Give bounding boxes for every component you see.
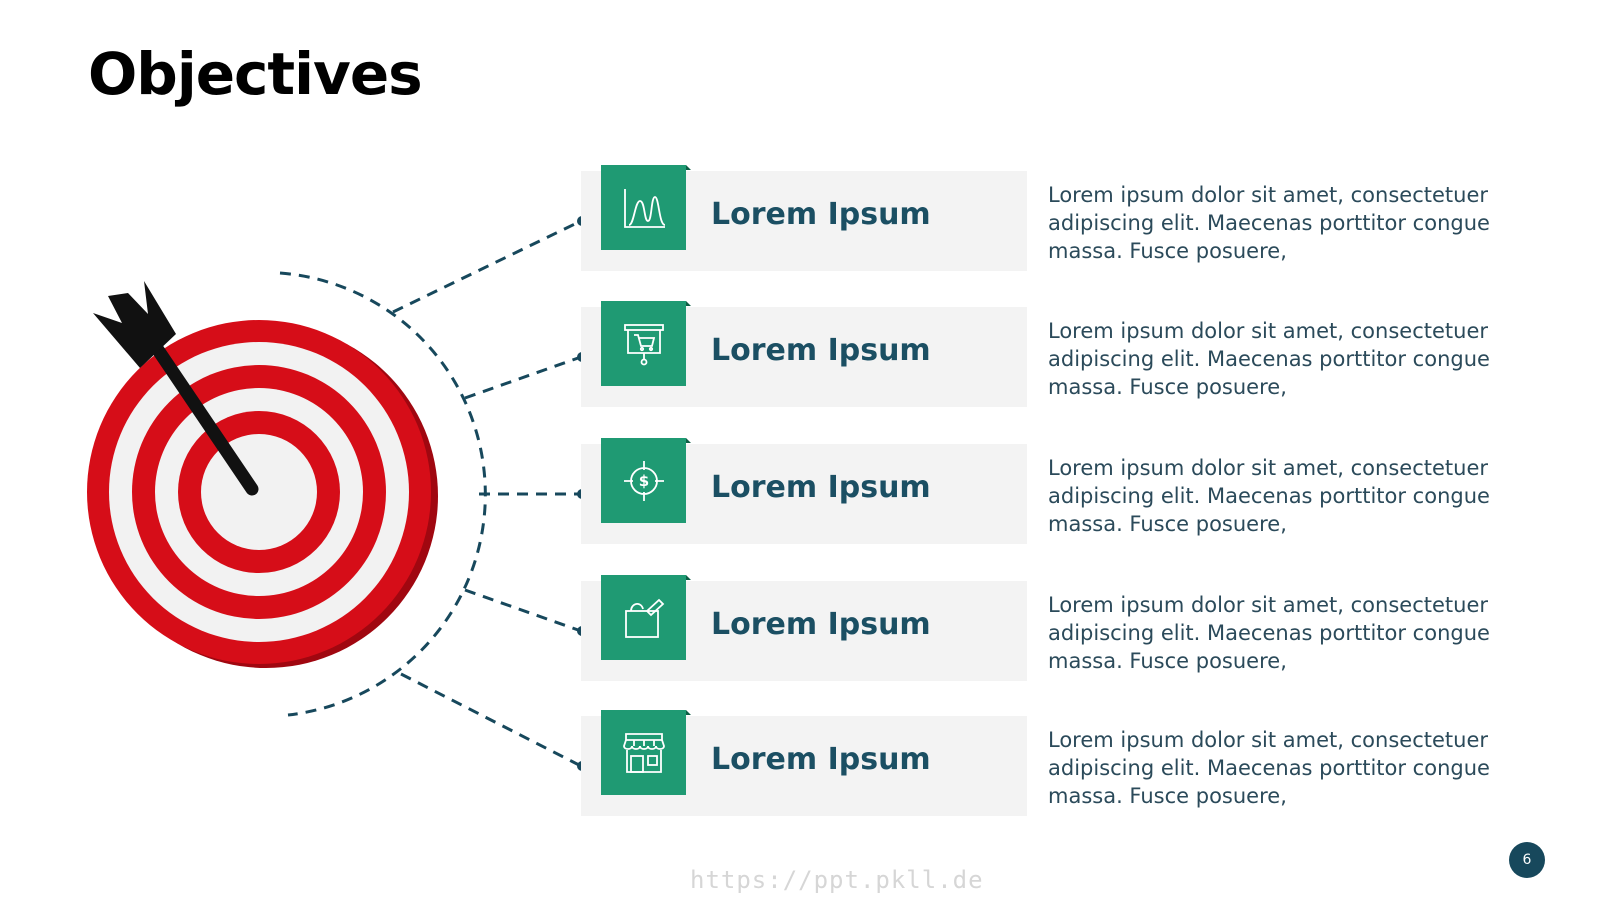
objective-description-3: Lorem ipsum dolor sit amet, consectetuer…: [1048, 456, 1490, 536]
objective-description-4: Lorem ipsum dolor sit amet, consectetuer…: [1048, 593, 1490, 673]
objective-row-4: Lorem Ipsum: [581, 575, 1027, 681]
objective-row-1: Lorem Ipsum: [581, 165, 1027, 271]
objective-row-3: $ Lorem Ipsum: [581, 438, 1027, 544]
connector-1: [392, 219, 582, 314]
box-pencil-icon: [624, 598, 664, 638]
objective-tile-5: [601, 710, 691, 795]
distribution-chart-icon: [623, 188, 665, 228]
watermark-url: https://ppt.pkll.de: [690, 866, 984, 894]
storefront-icon: [622, 732, 665, 773]
dashed-arc: [279, 271, 487, 717]
objective-tile-4: [601, 575, 691, 660]
objective-heading-3: Lorem Ipsum: [711, 470, 931, 505]
objective-tile-1: [601, 165, 691, 250]
objective-row-5: Lorem Ipsum: [581, 710, 1027, 816]
connector-2: [464, 355, 582, 400]
connector-5: [400, 672, 582, 768]
objective-row-2: Lorem Ipsum: [581, 301, 1027, 407]
dollar-target-icon: $: [623, 460, 664, 501]
presentation-cart-icon: [623, 323, 664, 365]
objective-description-2: Lorem ipsum dolor sit amet, consectetuer…: [1048, 319, 1490, 399]
objective-heading-2: Lorem Ipsum: [711, 333, 931, 368]
slide-title: Objectives: [88, 40, 423, 108]
bullseye-icon: [87, 320, 438, 668]
svg-text:$: $: [638, 472, 648, 490]
objective-tile-3: $: [601, 438, 691, 523]
objective-tile-2: [601, 301, 691, 386]
connector-4: [464, 588, 582, 633]
objective-description-5: Lorem ipsum dolor sit amet, consectetuer…: [1048, 728, 1490, 808]
dart-icon: [93, 281, 259, 496]
connector-lines: [392, 219, 582, 768]
objective-description-1: Lorem ipsum dolor sit amet, consectetuer…: [1048, 183, 1490, 263]
page-number-badge: 6: [1509, 842, 1545, 878]
objective-heading-5: Lorem Ipsum: [711, 742, 931, 777]
objective-heading-1: Lorem Ipsum: [711, 197, 931, 232]
objective-heading-4: Lorem Ipsum: [711, 607, 931, 642]
